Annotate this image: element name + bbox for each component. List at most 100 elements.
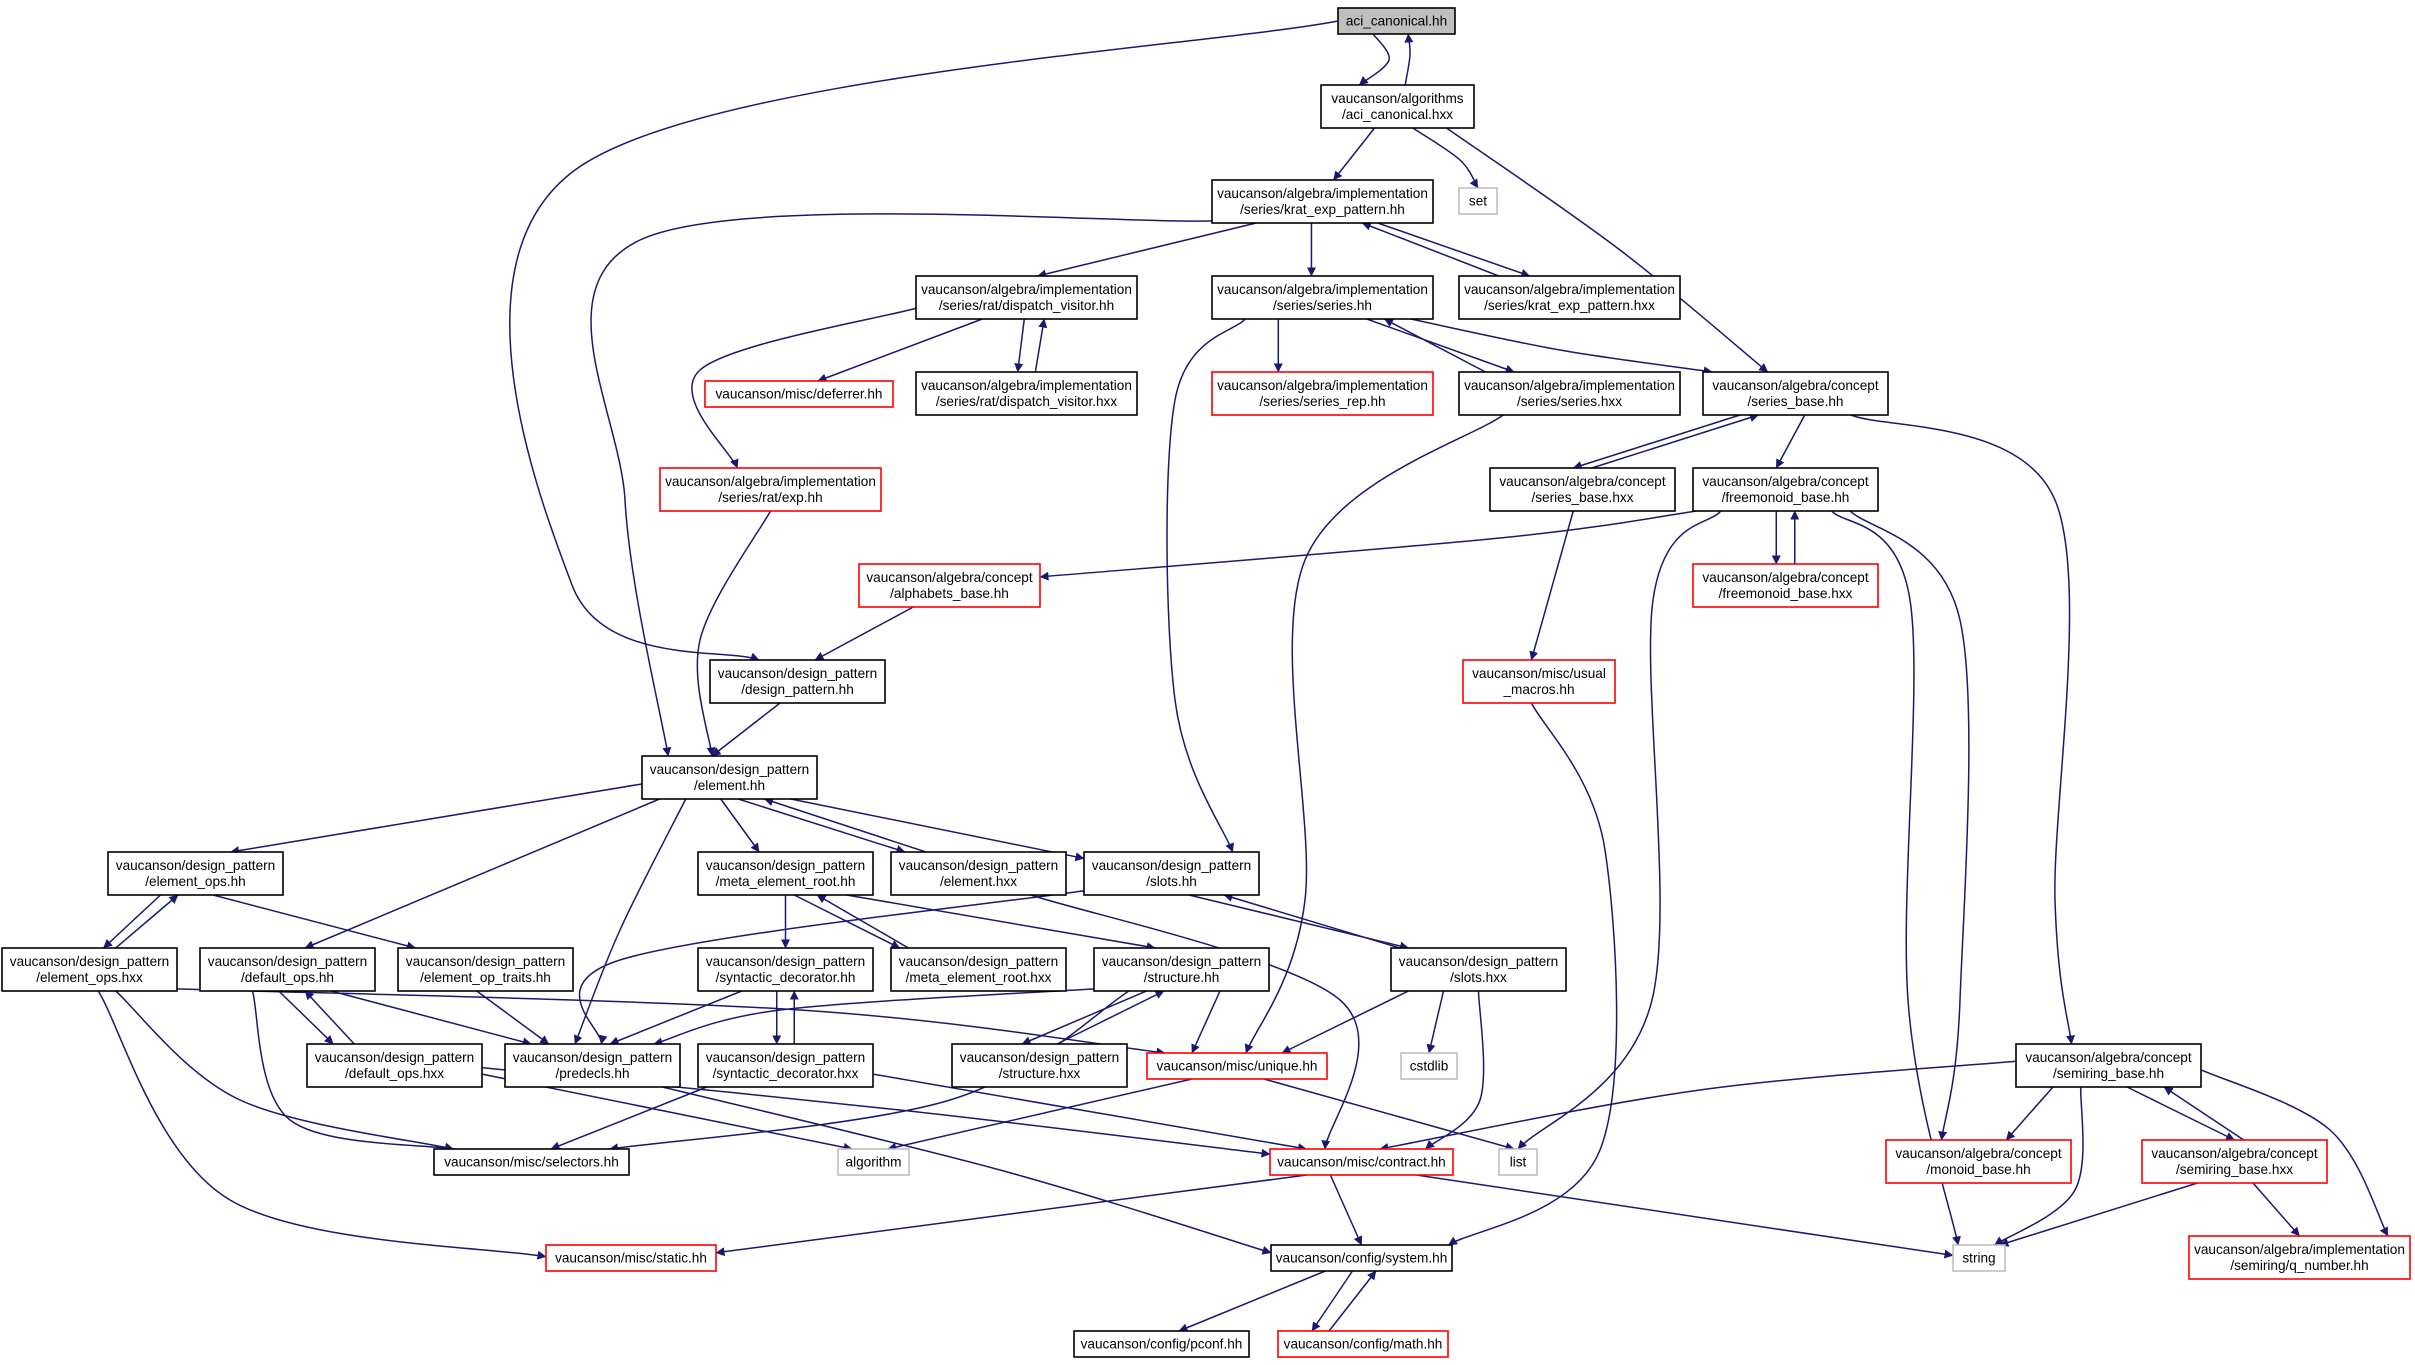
node-default-ops-hxx[interactable]: vaucanson/design_pattern/default_ops.hxx [306,1043,483,1088]
node-selectors[interactable]: vaucanson/misc/selectors.hh [433,1148,630,1176]
node-box [1146,1052,1328,1080]
edge-semiring_hh-to-monoid [2005,1086,2054,1141]
edge-default_ops_hh-to-selectors [251,990,454,1152]
node-label-line: /element_ops.hxx [36,970,143,985]
node-label-line: /series/series.hxx [1517,394,1622,409]
edge-default_ops_hxx-to-default_ops_hh [304,990,355,1045]
edge-aci_hh-to-aci_hxx [1358,33,1390,86]
edge-freemonoid_hh-to-monoid [1849,510,1970,1141]
node-box [1270,1244,1453,1272]
node-label-line: vaucanson/algebra/concept [1702,474,1868,489]
node-box [397,947,574,992]
node-layer: aci_canonical.hh vaucanson/algorithms/aci… [1,7,2411,1358]
node-label-line: vaucanson/algorithms [1331,91,1463,106]
node-meta-hxx[interactable]: vaucanson/design_pattern/meta_element_ro… [890,947,1067,992]
node-q-number[interactable]: vaucanson/algebra/implementation/semirin… [2188,1235,2411,1280]
node-algorithm[interactable]: algorithm [837,1148,910,1176]
node-unique[interactable]: vaucanson/misc/unique.hh [1146,1052,1328,1080]
node-label-line: vaucanson/algebra/concept [1895,1146,2061,1161]
edge-contract-to-static [715,1174,1307,1257]
node-krat-hxx[interactable]: vaucanson/algebra/implementation/series/… [1458,275,1681,320]
node-pconf[interactable]: vaucanson/config/pconf.hh [1073,1330,1250,1358]
node-series-hxx[interactable]: vaucanson/algebra/implementation/series/… [1458,371,1681,416]
node-structure-hxx[interactable]: vaucanson/design_pattern/structure.hxx [951,1043,1128,1088]
node-label-line: /series/rat/dispatch_visitor.hxx [936,394,1118,409]
node-freemonoid-hh[interactable]: vaucanson/algebra/concept/freemonoid_bas… [1692,467,1879,512]
node-system[interactable]: vaucanson/config/system.hh [1270,1244,1453,1272]
node-label-line: vaucanson/design_pattern [960,1050,1119,1065]
node-string[interactable]: string [1952,1244,2006,1272]
node-semiring-hh[interactable]: vaucanson/algebra/concept/semiring_base.… [2015,1043,2202,1088]
node-op-traits[interactable]: vaucanson/design_pattern/element_op_trai… [397,947,574,992]
node-label-line: /syntactic_decorator.hxx [713,1066,859,1081]
node-structure-hh[interactable]: vaucanson/design_pattern/structure.hh [1093,947,1270,992]
edge-freemonoid_hh-to-string [1831,510,1961,1246]
node-krat-hh[interactable]: vaucanson/algebra/implementation/series/… [1211,179,1434,224]
node-dispatch-hh[interactable]: vaucanson/algebra/implementation/series/… [915,275,1138,320]
node-meta-hh[interactable]: vaucanson/design_pattern/meta_element_ro… [697,851,874,896]
node-usual-macros[interactable]: vaucanson/misc/usual_macros.hh [1462,659,1616,704]
edge-krat_hh-to-dispatch_hh [1037,222,1257,279]
node-label-line: vaucanson/design_pattern [718,666,877,681]
edge-element_hh-to-element_hxx [738,798,906,854]
edge-semiring_hh-to-string [1994,1086,2084,1246]
node-element-hh[interactable]: vaucanson/design_pattern/element.hh [641,755,818,800]
node-default-ops-hh[interactable]: vaucanson/design_pattern/default_ops.hh [199,947,376,992]
node-list[interactable]: list [1498,1148,1538,1176]
edge-element_ops_hxx-to-selectors [115,990,454,1152]
node-dispatch-hxx[interactable]: vaucanson/algebra/implementation/series/… [915,371,1138,416]
edge-contract-to-system [1329,1174,1363,1246]
edge-krat_hh-to-element_hh [590,213,1213,757]
node-freemonoid-hxx[interactable]: vaucanson/algebra/concept/freemonoid_bas… [1692,563,1879,608]
node-box [1458,275,1681,320]
edge-series_base_hh-to-freemonoid_hh [1775,414,1806,469]
node-design-pattern[interactable]: vaucanson/design_pattern/design_pattern.… [709,659,886,704]
node-synt-hxx[interactable]: vaucanson/design_pattern/syntactic_decor… [697,1043,874,1088]
edge-series_hh-to-series_base_hh [1410,318,1713,376]
node-exp-hh[interactable]: vaucanson/algebra/implementation/series/… [659,467,882,512]
node-label-line: vaucanson/algebra/implementation [1464,282,1675,297]
node-predecls[interactable]: vaucanson/design_pattern/predecls.hh [504,1043,681,1088]
node-element-ops-hh[interactable]: vaucanson/design_pattern/element_ops.hh [107,851,284,896]
node-element-ops-hxx[interactable]: vaucanson/design_pattern/element_ops.hxx [1,947,178,992]
node-contract[interactable]: vaucanson/misc/contract.hh [1269,1148,1454,1176]
node-element-hxx[interactable]: vaucanson/design_pattern/element.hxx [890,851,1067,896]
node-set[interactable]: set [1458,187,1498,215]
node-series-base-hh[interactable]: vaucanson/algebra/concept/series_base.hh [1702,371,1889,416]
node-label-line: vaucanson/algebra/implementation [1464,378,1675,393]
node-box [433,1148,630,1176]
node-synt-hh[interactable]: vaucanson/design_pattern/syntactic_decor… [697,947,874,992]
node-box [1211,179,1434,224]
node-static[interactable]: vaucanson/misc/static.hh [545,1244,717,1272]
edge-synt_hxx-to-contract [872,1073,1308,1152]
edge-unique-to-algorithm [887,1078,1193,1152]
node-semiring-hxx[interactable]: vaucanson/algebra/concept/semiring_base.… [2141,1139,2328,1184]
node-cstdlib[interactable]: cstdlib [1400,1052,1458,1080]
node-box [697,947,874,992]
node-slots-hxx[interactable]: vaucanson/design_pattern/slots.hxx [1390,947,1567,992]
node-label-line: /series/rat/dispatch_visitor.hh [939,298,1114,313]
node-deferrer[interactable]: vaucanson/misc/deferrer.hh [704,380,894,408]
node-label-line: /aci_canonical.hxx [1342,107,1453,122]
node-label-line: /freemonoid_base.hh [1722,490,1850,505]
node-aci-hxx[interactable]: vaucanson/algorithms/aci_canonical.hxx [1320,84,1475,129]
node-math[interactable]: vaucanson/config/math.hh [1277,1330,1449,1358]
node-box [306,1043,483,1088]
node-series-hh[interactable]: vaucanson/algebra/implementation/series/… [1211,275,1434,320]
edge-default_ops_hh-to-predecls [331,990,532,1047]
node-series-rep[interactable]: vaucanson/algebra/implementation/series/… [1211,371,1434,416]
node-label-line: algorithm [846,1155,902,1170]
node-box [1498,1148,1538,1176]
node-box [1337,7,1456,35]
node-alphabets[interactable]: vaucanson/algebra/concept/alphabets_base… [858,563,1041,608]
node-series-base-hxx[interactable]: vaucanson/algebra/concept/series_base.hx… [1489,467,1676,512]
node-aci-hh[interactable]: aci_canonical.hh [1337,7,1456,35]
node-label-line: vaucanson/design_pattern [1092,858,1251,873]
node-label-line: /default_ops.hxx [345,1066,444,1081]
node-monoid[interactable]: vaucanson/algebra/concept/monoid_base.hh [1885,1139,2072,1184]
edge-structure_hh-to-structure_hxx [1021,990,1147,1045]
edge-krat_hh-to-krat_hxx [1377,222,1531,278]
node-slots-hh[interactable]: vaucanson/design_pattern/slots.hh [1083,851,1260,896]
node-label-line: vaucanson/design_pattern [706,1050,865,1065]
